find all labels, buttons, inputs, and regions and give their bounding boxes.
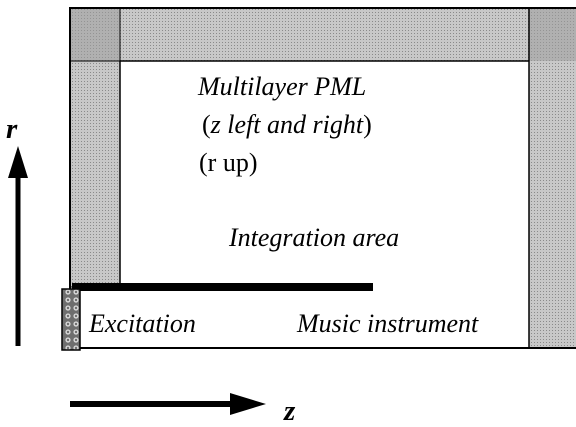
excitation-label: Excitation [89, 309, 196, 338]
pml-corner-top-right [529, 9, 576, 61]
pml-corner-top-left [71, 9, 120, 61]
z-axis-label: z [284, 395, 296, 427]
pml-left-layer [71, 61, 120, 287]
pml-paren-close: ) [363, 110, 372, 139]
r-axis-label: r [6, 113, 18, 145]
pml-left-right-text: left and right [220, 110, 364, 139]
pml-right-layer [529, 61, 576, 347]
pml-paren-open: ( [202, 110, 211, 139]
pml-direction-r: (r up) [199, 148, 258, 177]
pml-z-symbol: z [210, 110, 221, 139]
excitation-source [61, 288, 81, 351]
arrow-up-icon [8, 146, 28, 178]
music-instrument-label: Music instrument [297, 309, 479, 338]
pml-title: Multilayer PML [198, 72, 367, 101]
instrument-wall [72, 283, 373, 291]
pml-top-layer [71, 9, 576, 61]
pml-direction-z: (z left and right) [202, 112, 372, 138]
outer-domain-border [69, 7, 576, 349]
integration-area-label: Integration area [229, 223, 400, 252]
arrow-right-icon [230, 393, 266, 415]
